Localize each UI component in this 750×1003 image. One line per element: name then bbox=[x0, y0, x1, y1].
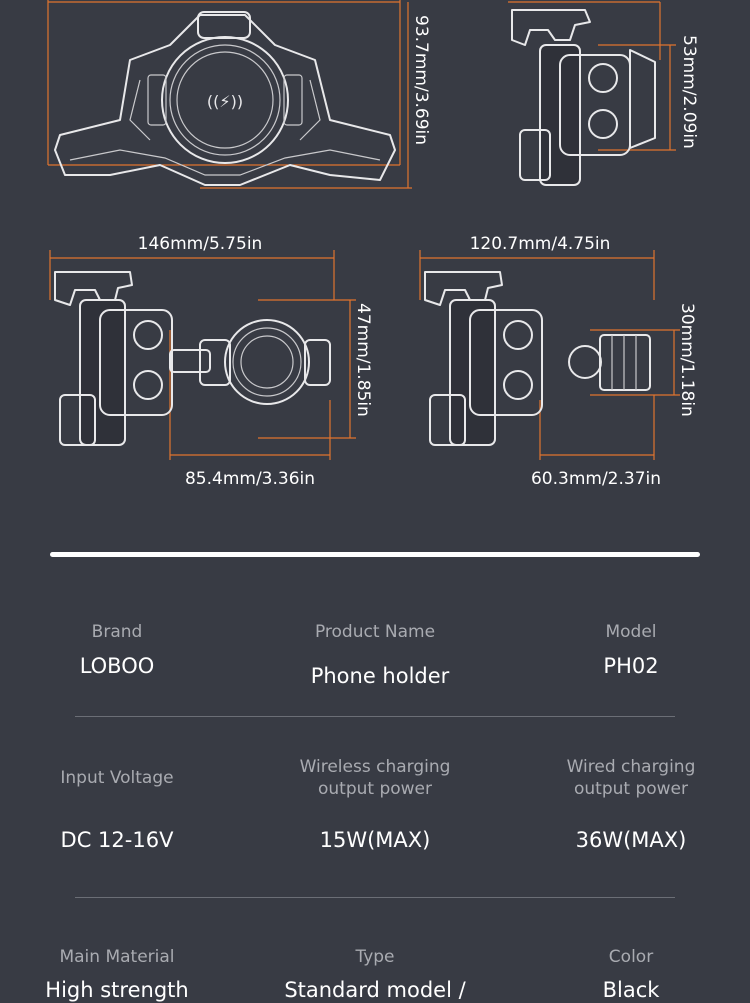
spec-label-type: Type bbox=[355, 947, 395, 967]
ball-mount-diagram: 120.7mm/4.75in 30mm/1.18in 60.3mm/2.37in bbox=[419, 234, 697, 489]
spec-value-model: PH02 bbox=[603, 654, 659, 678]
ball-width-label: 120.7mm/4.75in bbox=[470, 234, 611, 254]
side-view-diagram: 53mm/2.09in bbox=[508, 1, 699, 186]
row-separator bbox=[75, 716, 675, 717]
spec-label-brand: Brand bbox=[91, 622, 143, 642]
spec-label-color: Color bbox=[608, 947, 654, 967]
spec-value-wired-power: 36W(MAX) bbox=[575, 828, 687, 852]
spec-value-brand: LOBOO bbox=[79, 654, 155, 678]
ball-height-label: 30mm/1.18in bbox=[677, 303, 697, 417]
spec-label-input-voltage: Input Voltage bbox=[60, 768, 174, 788]
spec-value-type: Standard model / bbox=[284, 978, 466, 1002]
spec-value-wireless-power: 15W(MAX) bbox=[319, 828, 431, 852]
front-view-diagram: ((⚡)) 93.7mm/3.69in bbox=[47, 0, 431, 189]
bar-height-label: 47mm/1.85in bbox=[353, 303, 373, 417]
wireless-charging-icon: ((⚡)) bbox=[207, 92, 243, 111]
front-height-label: 93.7mm/3.69in bbox=[411, 15, 431, 145]
row-separator bbox=[75, 897, 675, 898]
ball-depth-label: 60.3mm/2.37in bbox=[531, 469, 661, 489]
bar-depth-label: 85.4mm/3.36in bbox=[185, 469, 315, 489]
spec-value-main-material: High strength bbox=[45, 978, 189, 1002]
spec-label-wireless-power: Wireless charging output power bbox=[299, 757, 451, 799]
spec-value-input-voltage: DC 12-16V bbox=[60, 828, 174, 852]
spec-label-model: Model bbox=[605, 622, 657, 642]
dimension-diagrams: ((⚡)) 93.7mm/3.69in 53mm/2.09in bbox=[47, 0, 699, 489]
spec-label-wired-power: Wired charging output power bbox=[566, 757, 696, 799]
section-divider bbox=[50, 552, 700, 557]
spec-value-product-name: Phone holder bbox=[310, 664, 450, 688]
spec-value-color: Black bbox=[602, 978, 660, 1002]
bar-mount-diagram: 146mm/5.75in 47mm/1.85in 85.4mm/3.36in bbox=[49, 234, 373, 489]
side-top-height-label: 53mm/2.09in bbox=[679, 35, 699, 149]
spec-label-product-name: Product Name bbox=[314, 622, 436, 642]
bar-width-label: 146mm/5.75in bbox=[138, 234, 263, 254]
spec-label-main-material: Main Material bbox=[59, 947, 175, 967]
